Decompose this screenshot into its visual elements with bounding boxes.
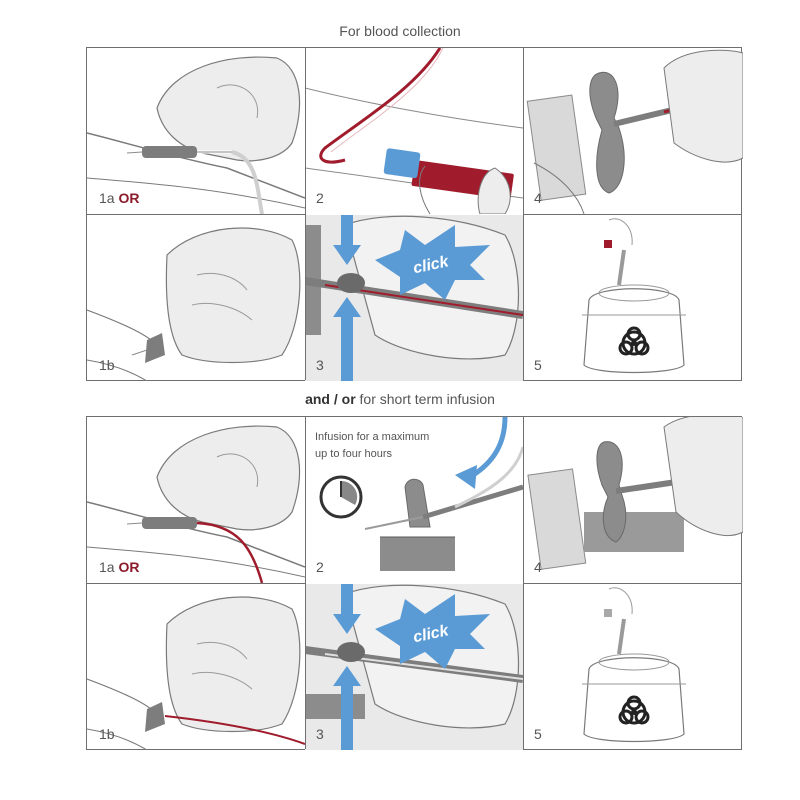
panel-step-3: click 3	[305, 215, 523, 381]
section-heading-blood-collection: For blood collection	[339, 23, 461, 39]
step-label-1b: 1b	[99, 726, 115, 742]
panel-step-2: 2	[305, 48, 523, 214]
step-label-1b: 1b	[99, 357, 115, 373]
section-heading-infusion: and / or for short term infusion	[305, 391, 495, 407]
panel-step-4: 4	[524, 48, 743, 214]
illustration-wings-secured	[526, 49, 743, 214]
step-label-2: 2	[316, 559, 324, 575]
panel-step-5: 5	[524, 215, 743, 381]
panel-step-1a: 1a OR	[87, 48, 305, 214]
panel-step-3: click 3	[305, 584, 523, 750]
divider	[305, 417, 306, 749]
illustration-click-safety: click	[305, 584, 523, 750]
divider	[305, 48, 306, 380]
divider	[523, 214, 742, 215]
illustration-wings-secured	[527, 417, 743, 570]
step-label-1a: 1a OR	[99, 559, 140, 575]
illustration-sharps-disposal	[582, 587, 686, 743]
panel-step-5: 5	[524, 584, 743, 750]
infusion-grid: 1a OR Infusion for a maximum up to four …	[86, 416, 743, 750]
panel-step-1a: 1a OR	[87, 417, 305, 583]
illustration-infusion-setup	[319, 417, 523, 571]
divider	[87, 214, 305, 215]
panel-step-2: Infusion for a maximum up to four hours …	[305, 417, 523, 583]
biohazard-icon	[618, 695, 650, 725]
panel-step-1b: 1b	[87, 584, 305, 750]
step-label-4: 4	[534, 190, 542, 206]
biohazard-icon	[618, 326, 650, 356]
step-label-5: 5	[534, 726, 542, 742]
divider	[87, 583, 305, 584]
step-label-5: 5	[534, 357, 542, 373]
step-label-2: 2	[316, 190, 324, 206]
illustration-hand-insert-needle	[87, 425, 305, 583]
divider	[523, 583, 742, 584]
illustration-hand-butterfly-grip	[87, 227, 301, 381]
blood-collection-grid: 1a OR 2 4	[86, 47, 743, 381]
illustration-sharps-disposal	[582, 218, 686, 374]
illustration-hand-insert-needle	[87, 56, 305, 214]
panel-step-4: 4	[524, 417, 743, 583]
clock-icon	[319, 475, 363, 519]
illustration-hand-butterfly-grip	[87, 596, 305, 750]
step-label-3: 3	[316, 357, 324, 373]
panel-step-1b: 1b	[87, 215, 305, 381]
illustration-click-safety: click	[305, 215, 523, 381]
step-label-1a: 1a OR	[99, 190, 140, 206]
step-label-3: 3	[316, 726, 324, 742]
infusion-duration-note: Infusion for a maximum up to four hours	[315, 431, 430, 460]
illustration-tube-connect	[305, 48, 523, 214]
step-label-4: 4	[534, 559, 542, 575]
